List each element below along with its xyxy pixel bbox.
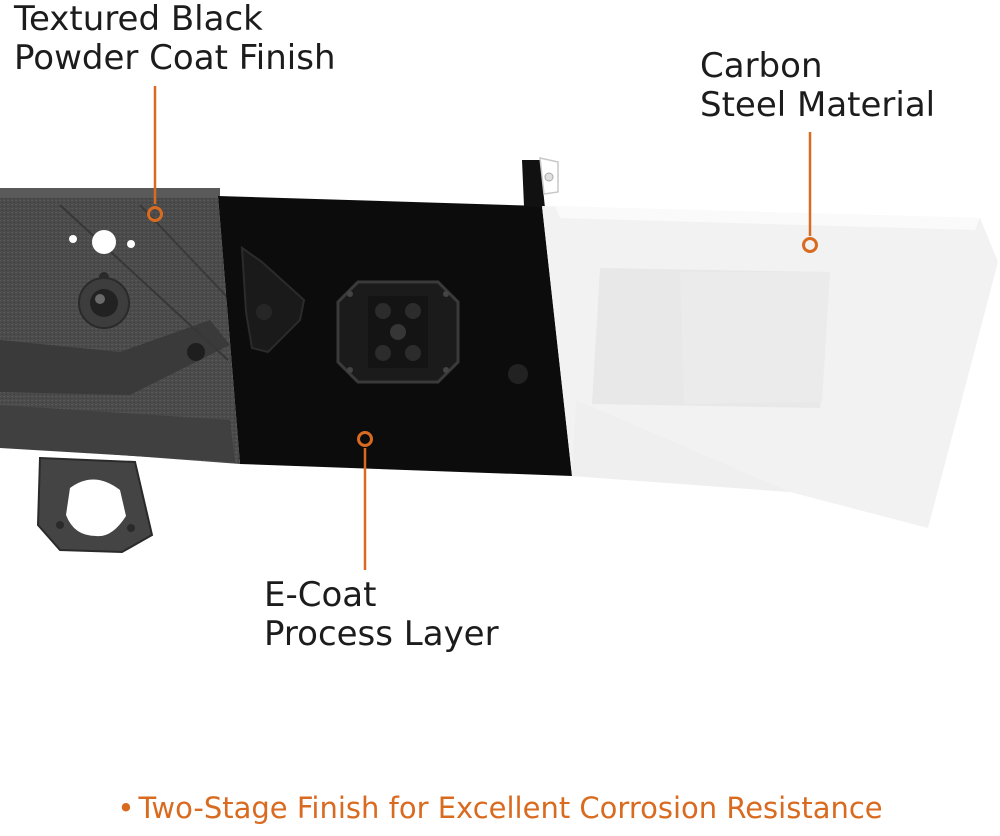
carbon-steel-line1: Carbon <box>700 46 823 86</box>
e-coat-line2: Process Layer <box>264 614 499 654</box>
e-coat-callout: E-Coat Process Layer <box>264 576 499 654</box>
e-coat-section <box>218 157 572 476</box>
carbon-steel-section <box>542 206 998 528</box>
callout-dot-ecoat <box>357 431 373 447</box>
feature-tagline: •Two-Stage Finish for Excellent Corrosio… <box>0 791 1000 825</box>
powder-coat-line2: Powder Coat Finish <box>14 38 336 78</box>
callout-dot-powder <box>147 206 163 222</box>
mount-hole-icon <box>92 230 116 254</box>
e-coat-line1: E-Coat <box>264 575 377 615</box>
light-pod-icon <box>336 280 460 384</box>
callout-dot-carbon <box>802 237 818 253</box>
d-ring-mount-icon <box>36 456 154 554</box>
powder-coat-section <box>0 188 240 554</box>
feature-tagline-text: Two-Stage Finish for Excellent Corrosion… <box>138 791 883 825</box>
bullet-icon: • <box>117 791 135 825</box>
carbon-steel-callout: Carbon Steel Material <box>700 47 935 125</box>
powder-coat-line1: Textured Black <box>14 0 263 39</box>
leader-lines <box>153 86 812 570</box>
carbon-steel-line2: Steel Material <box>700 85 936 125</box>
powder-coat-callout: Textured Black Powder Coat Finish <box>14 0 336 78</box>
